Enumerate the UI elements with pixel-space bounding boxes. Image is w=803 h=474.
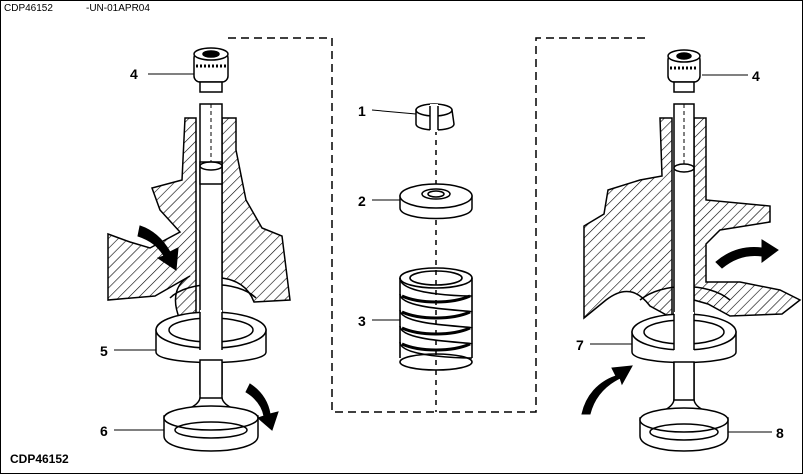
callout-1: 1: [358, 103, 366, 119]
right-cylinder-head: [583, 117, 802, 320]
right-valve-stem-seal: [667, 49, 701, 93]
header-reference: -UN-01APR04: [86, 3, 150, 14]
left-cylinder-head: [107, 117, 291, 334]
left-valve-seat-insert: [155, 310, 267, 364]
left-exit-flow-arrow: [245, 383, 279, 431]
left-intake-flow-arrow: [137, 225, 179, 271]
assembly-connector-lines: [228, 37, 650, 413]
callout-4-right: 4: [752, 68, 760, 84]
callout-7: 7: [576, 337, 584, 353]
callout-8: 8: [776, 425, 784, 441]
callout-6: 6: [100, 423, 108, 439]
valve-keeper: [415, 103, 455, 132]
right-intake-flow-arrow: [581, 365, 633, 415]
spring-retainer: [399, 183, 473, 220]
left-valve-stem-seal: [193, 47, 229, 93]
right-exhaust-flow-arrow: [715, 239, 779, 269]
callout-3: 3: [358, 313, 366, 329]
footer-code: CDP46152: [10, 452, 69, 466]
callout-leaders: [114, 73, 772, 433]
callout-5: 5: [100, 343, 108, 359]
valve-spring: [399, 267, 473, 371]
right-exhaust-valve: [639, 361, 729, 452]
callout-4-left: 4: [130, 66, 138, 82]
right-valve-seat-insert: [631, 312, 737, 364]
header-code: CDP46152: [4, 3, 53, 14]
callout-2: 2: [358, 193, 366, 209]
left-intake-valve: [163, 359, 259, 452]
